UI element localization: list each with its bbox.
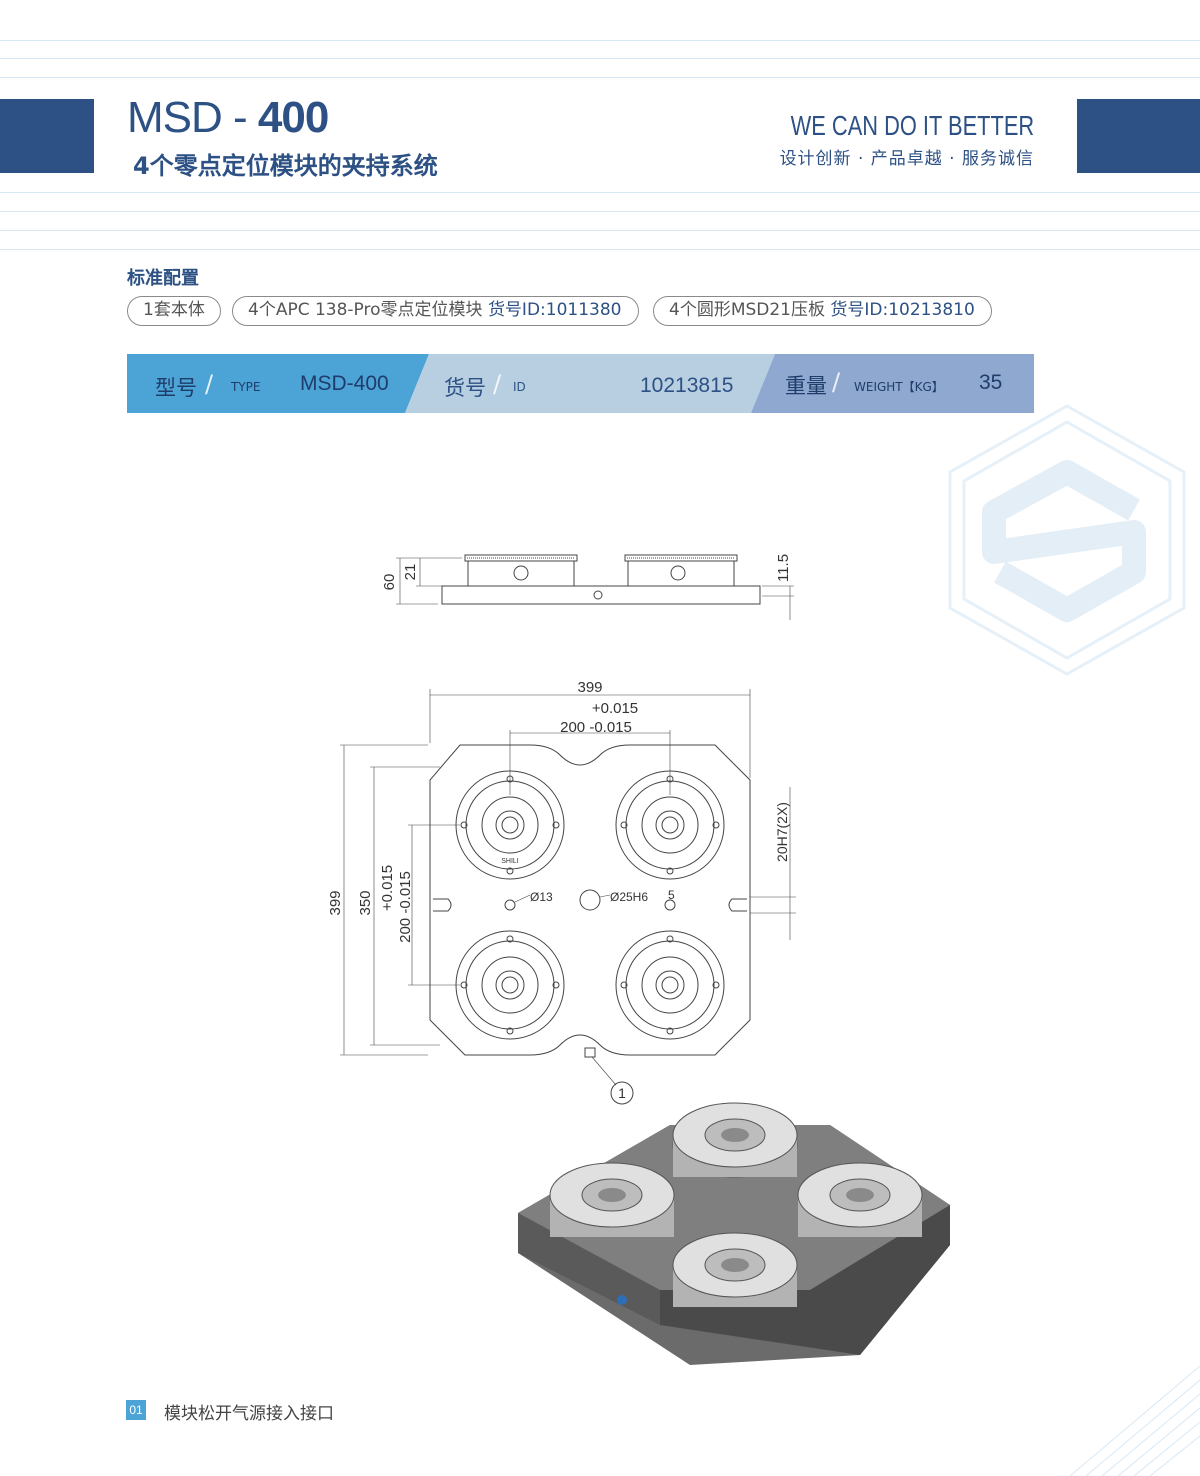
product-3d-render (518, 1102, 950, 1365)
type-label: 型号 (155, 376, 197, 400)
config-item-id: 货号ID:1011380 (487, 300, 622, 320)
title-model-number: 400 (257, 93, 329, 142)
config-item-text: 4个圆形MSD21压板 (669, 300, 831, 320)
bg-line (0, 249, 1200, 250)
dim-center-distance-h: 200 -0.015 (560, 719, 632, 736)
config-item-text: 4个APC 138-Pro零点定位模块 (248, 300, 488, 320)
page-title: MSD - 400 (127, 93, 329, 143)
id-label: 货号 (444, 376, 486, 400)
bg-line (0, 58, 1200, 59)
dim-height-outer: 399 (327, 890, 344, 915)
config-item-clamp-plate: 4个圆形MSD21压板 货号ID:10213810 (653, 296, 992, 326)
type-label-en: TYPE (231, 380, 261, 394)
page-subtitle: 4个零点定位模块的夹持系统 (133, 152, 438, 180)
callout-number: 1 (618, 1085, 626, 1101)
dim-width: 399 (577, 679, 602, 696)
side-dim-height: 60 (381, 574, 398, 591)
header-block-left (0, 99, 94, 173)
config-item-body: 1套本体 (127, 296, 221, 326)
bg-line (0, 40, 1200, 41)
dim-diameter-13: Ø13 (530, 890, 553, 904)
render-module-left (549, 1162, 675, 1237)
footnote-number: 01 (126, 1400, 146, 1420)
spec-bar-background (127, 354, 1034, 413)
dim-depth: 5 (668, 888, 675, 902)
render-module-front (672, 1232, 798, 1307)
bg-line (0, 211, 1200, 212)
id-value: 10213815 (640, 374, 734, 397)
config-item-apc-module: 4个APC 138-Pro零点定位模块 货号ID:1011380 (232, 296, 639, 326)
slash-divider: / (493, 370, 502, 398)
footnote-text: 模块松开气源接入接口 (164, 1404, 334, 1424)
dim-fit: 20H7(2X) (774, 802, 790, 862)
watermark-logo-icon (948, 404, 1186, 676)
module-bottom-right (615, 930, 725, 1040)
side-view-drawing: 60 21 11.5 (381, 554, 794, 620)
type-value: MSD-400 (300, 372, 389, 395)
side-dim-module-height: 21 (402, 564, 419, 581)
slogan-english: WE CAN DO IT BETTER (790, 110, 1034, 141)
module-top-left (455, 770, 565, 880)
title-prefix: MSD - (127, 93, 258, 142)
bg-line (0, 77, 1200, 78)
bg-line (0, 230, 1200, 231)
decorative-lines (1069, 1365, 1200, 1476)
id-label-en: ID (513, 380, 526, 394)
top-view-drawing: 399 +0.015 200 -0.015 399 350 +0.015 200… (327, 679, 796, 1105)
config-item-text: 1套本体 (143, 300, 205, 320)
bg-line (0, 192, 1200, 193)
module-top-right (615, 770, 725, 880)
dim-center-distance-v: 200 -0.015 (397, 871, 414, 943)
dim-height-inner: 350 (357, 890, 374, 915)
weight-value: 35 (979, 371, 1003, 394)
config-section-title: 标准配置 (127, 268, 199, 289)
dim-tolerance-plus-v: +0.015 (379, 865, 396, 911)
side-dim-base: 11.5 (775, 554, 792, 582)
slogan-chinese: 设计创新 · 产品卓越 · 服务诚信 (779, 149, 1034, 169)
module-bottom-left (455, 930, 565, 1040)
weight-label-en: WEIGHT【KG】 (854, 380, 944, 394)
config-item-id: 货号ID:10213810 (830, 300, 975, 320)
weight-label: 重量 (785, 374, 827, 398)
dim-diameter-25: Ø25H6 (610, 890, 648, 904)
render-module-right (797, 1162, 923, 1237)
module-brand-label: SHILI (501, 858, 519, 865)
slash-divider: / (205, 370, 214, 398)
slash-divider: / (832, 368, 841, 396)
dim-tolerance-plus: +0.015 (592, 700, 638, 717)
render-module-back (672, 1102, 798, 1178)
header-block-right (1077, 99, 1200, 173)
spec-bar: 型号 / TYPE MSD-400 货号 / ID 10213815 重量 / … (127, 354, 1034, 413)
